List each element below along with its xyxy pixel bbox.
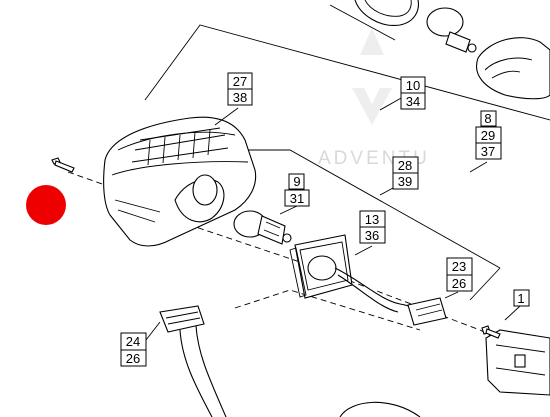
small-screw-part (481, 325, 501, 339)
leader-lines (145, 96, 521, 341)
callout-27-38: 27 38 (227, 72, 253, 106)
screw-part (51, 157, 75, 173)
wire-harness-part (334, 267, 447, 326)
callout-number: 8 (484, 111, 491, 126)
callout-1: 1 (513, 289, 530, 307)
lens-cap-part (476, 37, 550, 100)
callout-number: 37 (481, 144, 495, 159)
callout-24-26: 24 26 (120, 332, 147, 367)
bracket-part (485, 329, 550, 396)
upper-ring-part (354, 0, 419, 26)
callout-10-34: 10 34 (400, 76, 426, 110)
watermark-logo (352, 28, 392, 125)
callout-number: 13 (365, 212, 379, 227)
callout-number: 9 (293, 174, 300, 189)
callout-number: 27 (233, 74, 247, 89)
callout-number: 1 (517, 291, 524, 306)
callout-number: 34 (406, 94, 420, 109)
callout-number: 24 (126, 334, 140, 349)
lens-grid (131, 127, 229, 166)
callout-number: 36 (365, 228, 379, 243)
callout-number: 26 (126, 351, 140, 366)
red-marker-dot (26, 185, 66, 225)
callout-9-31: 9 31 (284, 173, 310, 207)
callout-28-39: 28 39 (392, 156, 419, 190)
callout-13-36: 13 36 (359, 210, 386, 244)
bulb-part (233, 210, 292, 245)
callout-number: 28 (398, 158, 412, 173)
lower-lens-part (339, 401, 421, 417)
callout-23-26: 23 26 (446, 257, 473, 292)
callout-number: 38 (233, 90, 247, 105)
callout-number: 26 (452, 276, 466, 291)
socket-part (289, 234, 353, 299)
callout-number: 31 (290, 191, 304, 206)
upper-bulb-part (426, 7, 477, 53)
callout-number: 39 (398, 174, 412, 189)
callout-number: 10 (406, 78, 420, 93)
kit-outline (144, 4, 550, 301)
callout-number: 29 (481, 128, 495, 143)
lamp-housing-part (103, 116, 257, 247)
callout-8-29-37: 8 29 37 (475, 110, 502, 160)
callout-number: 23 (452, 259, 466, 274)
lower-cable-part (159, 305, 227, 417)
